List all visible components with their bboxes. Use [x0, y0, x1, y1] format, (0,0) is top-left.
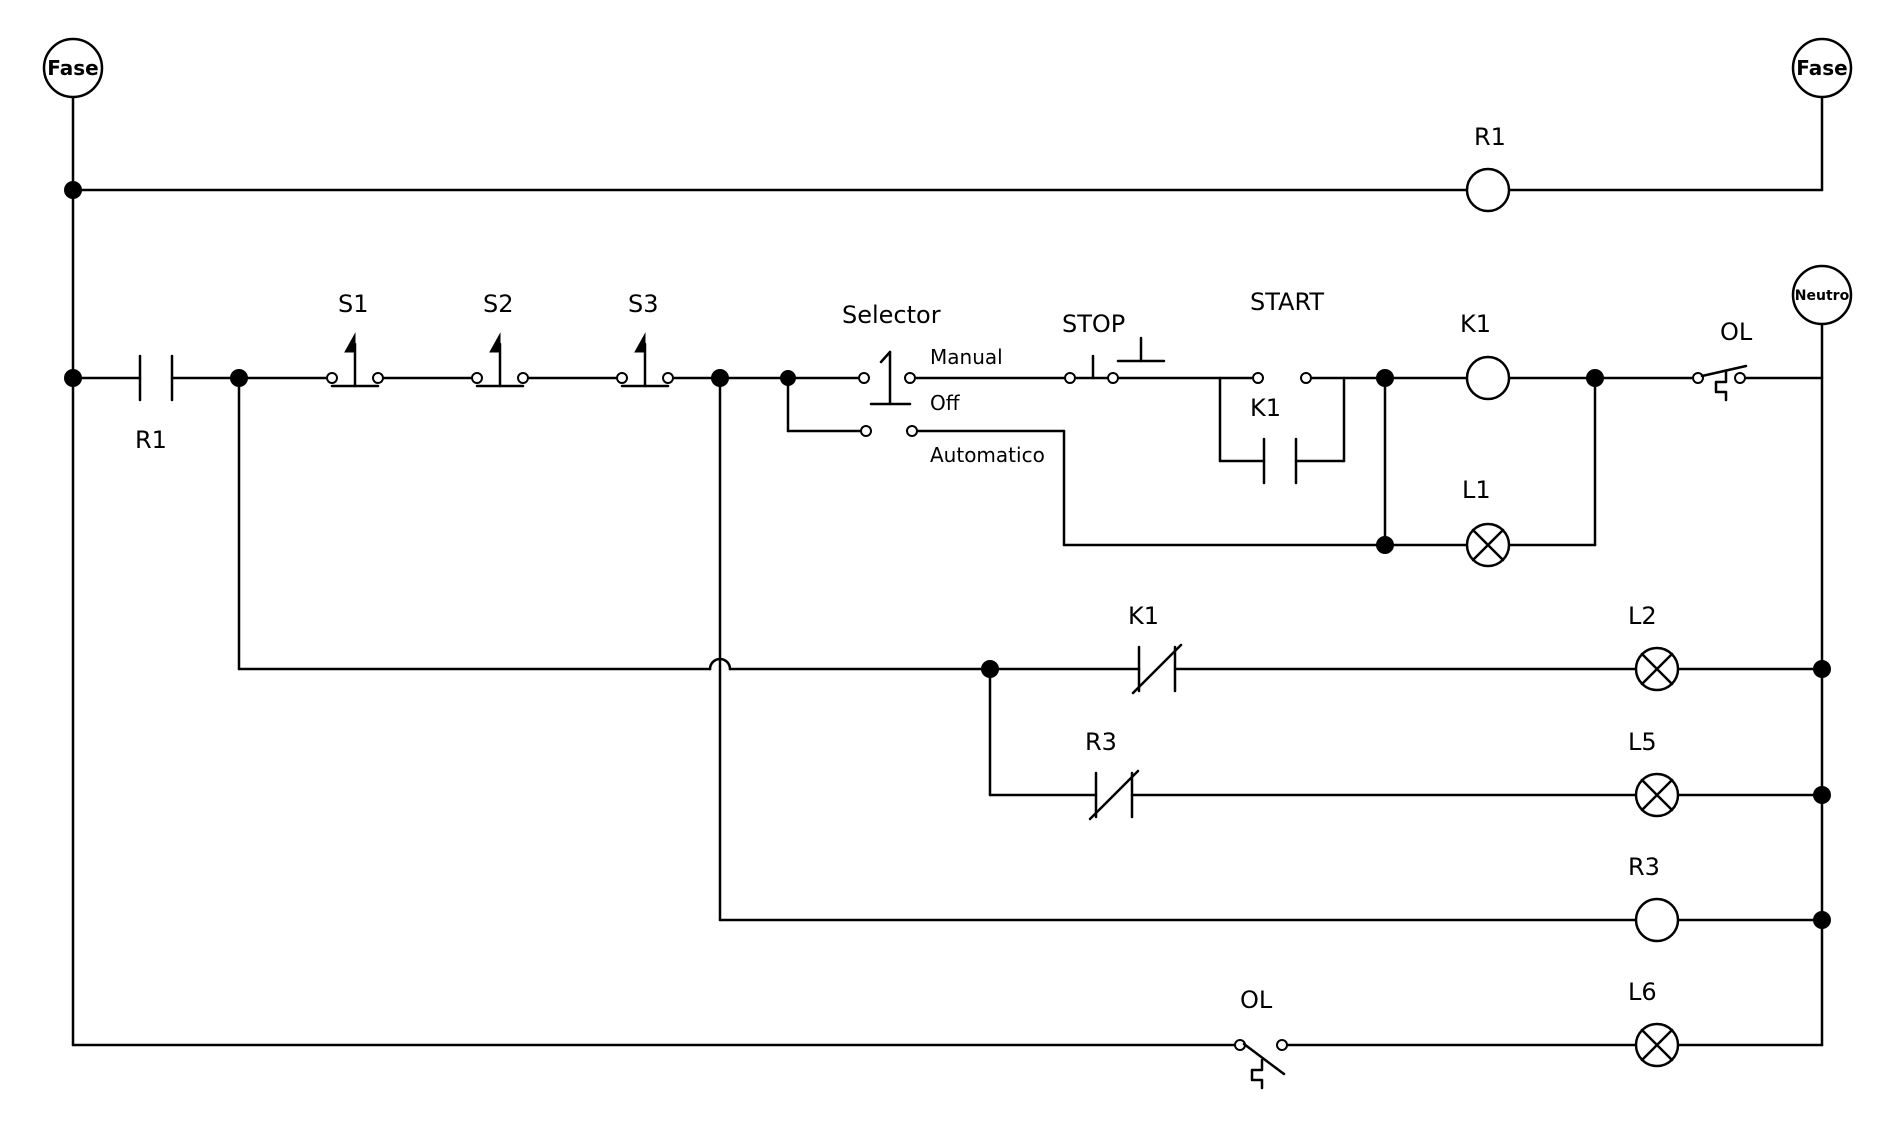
coil-r3: R3 — [1628, 853, 1680, 943]
coil-r1: R1 — [1465, 123, 1511, 213]
lamp-l6-label: L6 — [1628, 978, 1657, 1006]
lamp-l2: L2 — [1628, 602, 1680, 692]
switch-s2-label: S2 — [483, 290, 514, 318]
contact-k1-nc-label: K1 — [1128, 602, 1159, 630]
switch-s1-label: S1 — [338, 290, 369, 318]
switch-s3-label: S3 — [628, 290, 659, 318]
junction-dot — [1586, 369, 1604, 387]
contact-k1-nc: K1 — [1128, 602, 1183, 695]
switch-s3: S3 — [616, 290, 674, 388]
overload-top-label: OL — [1720, 318, 1753, 346]
lamp-l1-label: L1 — [1462, 476, 1491, 504]
wires — [71, 95, 1824, 1047]
terminal-neutro: Neutro — [1791, 264, 1853, 326]
coil-k1: K1 — [1460, 310, 1511, 401]
overload-top: OL — [1692, 318, 1753, 402]
junction-dot — [64, 181, 82, 199]
lamp-l6: L6 — [1628, 978, 1680, 1068]
junction-dot — [1376, 536, 1394, 554]
selector-automatico-label: Automatico — [930, 443, 1045, 467]
lamp-l1: L1 — [1462, 476, 1511, 568]
button-start: START — [1116, 288, 1324, 384]
terminal-fase-right-label: Fase — [1796, 56, 1847, 80]
contact-k1-seal: K1 — [1250, 394, 1298, 485]
junction-dot — [780, 370, 796, 386]
junction-dot — [981, 660, 999, 678]
junctions — [64, 181, 1831, 929]
lamp-l5: L5 — [1628, 728, 1680, 818]
button-stop-label: STOP — [1062, 310, 1125, 338]
switch-s1: S1 — [326, 290, 384, 388]
overload-bottom-label: OL — [1240, 986, 1273, 1014]
terminal-fase-left-label: Fase — [47, 56, 98, 80]
contact-r1-no: R1 — [135, 354, 174, 454]
selector-off-label: Off — [930, 391, 961, 415]
button-stop: STOP — [1062, 310, 1125, 384]
terminal-neutro-label: Neutro — [1795, 288, 1850, 304]
selector-switch: Selector Manual Off Automatico — [842, 301, 1045, 467]
selector-manual-label: Manual — [930, 345, 1003, 369]
junction-dot — [1813, 786, 1831, 804]
contact-r3-nc-label: R3 — [1085, 728, 1117, 756]
overload-bottom: OL — [1234, 986, 1288, 1090]
junction-dot — [230, 369, 248, 387]
junction-dot — [1376, 369, 1394, 387]
terminal-fase-right: Fase — [1791, 37, 1853, 99]
contact-k1-seal-label: K1 — [1250, 394, 1281, 422]
coil-k1-label: K1 — [1460, 310, 1491, 338]
junction-dot — [711, 369, 729, 387]
terminal-fase-left: Fase — [42, 37, 104, 99]
coil-r3-label: R3 — [1628, 853, 1660, 881]
lamp-l2-label: L2 — [1628, 602, 1657, 630]
junction-dot — [1813, 660, 1831, 678]
contact-r1-label: R1 — [135, 426, 167, 454]
contact-r3-nc: R3 — [1085, 728, 1140, 821]
junction-dot — [64, 369, 82, 387]
junction-dot — [1813, 911, 1831, 929]
switch-s2: S2 — [471, 290, 529, 388]
selector-label: Selector — [842, 301, 941, 329]
button-start-label: START — [1250, 288, 1324, 316]
lamp-l5-label: L5 — [1628, 728, 1657, 756]
coil-r1-label: R1 — [1474, 123, 1506, 151]
